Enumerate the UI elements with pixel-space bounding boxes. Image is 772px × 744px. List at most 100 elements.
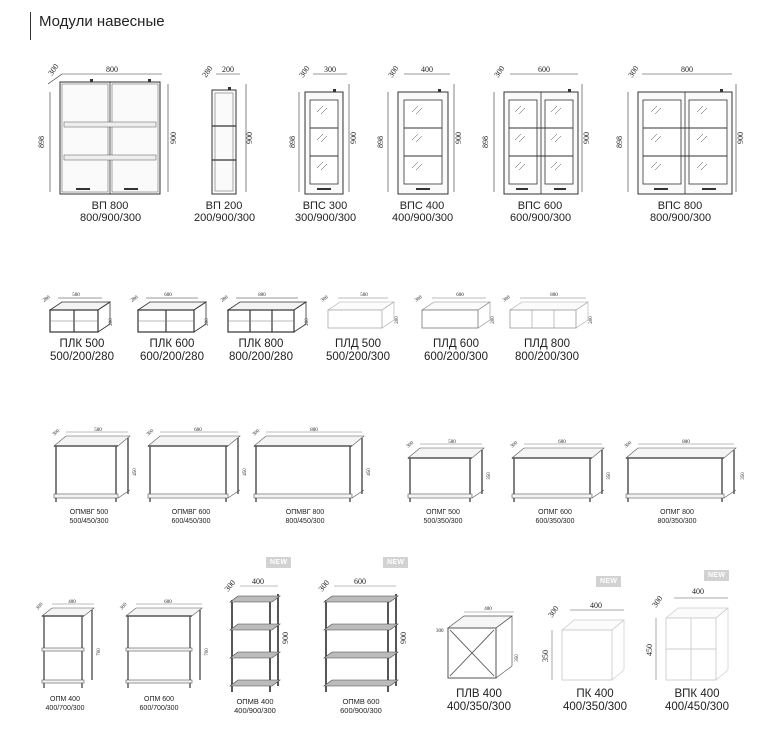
product-name: ОПМВГ 600 <box>171 509 211 516</box>
product-caption: ОПМ 400 400/700/300 <box>30 696 100 713</box>
rack-drawing: 800 300 450 <box>252 428 372 502</box>
product-caption: ОПМВГ 500 500/450/300 <box>54 509 124 526</box>
product-dims: 600/350/300 <box>535 517 575 525</box>
product-caption: ВПС 300 300/900/300 <box>295 200 356 224</box>
cabinet-drawing: 200 280 900 <box>200 64 254 195</box>
shelf-drawing: 600 280 200 <box>130 293 210 333</box>
product-caption: ОПМВГ 600 600/450/300 <box>156 509 226 526</box>
width-label: 400 <box>590 601 602 610</box>
height-label: 200 <box>205 318 210 326</box>
width-label: 600 <box>164 293 172 298</box>
height-label: 350 <box>741 472 746 480</box>
inner-height-label: 898 <box>37 136 46 148</box>
height-label: 700 <box>205 648 210 656</box>
product-name: ПЛД 600 <box>433 338 479 350</box>
height-label: 450 <box>243 468 248 476</box>
product-caption: ОПМГ 800 800/350/300 <box>642 509 712 526</box>
rack-drawing: 800 300 350 <box>624 440 746 502</box>
product-dims: 500/200/300 <box>326 351 390 363</box>
height-label: 900 <box>454 132 463 144</box>
width-label: 600 <box>164 600 172 605</box>
width-label: 800 <box>258 293 266 298</box>
product-dims: 400/900/300 <box>392 212 454 224</box>
height-label: 900 <box>399 632 408 644</box>
product-caption: ПЛД 500 500/200/300 <box>318 338 398 364</box>
product-dims: 600/450/300 <box>171 517 211 525</box>
width-label: 500 <box>448 440 456 445</box>
shelf-drawing: 400 300 450 <box>645 587 729 681</box>
product-name: ПЛК 800 <box>238 338 284 350</box>
depth-label: 300 <box>223 578 238 593</box>
product-name: ПЛД 800 <box>524 338 570 350</box>
new-badge: NEW <box>704 570 730 581</box>
product-caption: ОПМ 600 600/700/300 <box>124 696 194 713</box>
product-dims: 800/350/300 <box>657 517 697 525</box>
depth-label: 300 <box>36 602 45 611</box>
height-label: 450 <box>367 468 372 476</box>
shelf-drawing: 800 280 200 <box>220 293 310 333</box>
product-caption: ОПМГ 600 600/350/300 <box>520 509 590 526</box>
width-label: 800 <box>310 428 318 433</box>
product-dims: 200/900/300 <box>194 212 256 224</box>
width-label: 400 <box>421 65 433 74</box>
depth-label: 300 <box>297 64 311 79</box>
width-label: 600 <box>194 428 202 433</box>
width-label: 400 <box>692 587 704 596</box>
height-label: 350 <box>541 650 550 662</box>
rack-drawing: 400 300 700 <box>36 600 102 688</box>
rack-drawing: 500 300 450 <box>52 428 138 502</box>
section-title: Модули навесные <box>39 13 165 30</box>
product-name: ВПК 400 <box>674 688 720 700</box>
height-label: 350 <box>607 472 612 480</box>
width-label: 400 <box>484 607 492 612</box>
product-caption: ПЛК 600 600/200/280 <box>132 338 212 364</box>
inner-height-label: 898 <box>288 136 297 148</box>
depth-label: 300 <box>510 441 519 450</box>
shelf-drawing: 500 280 200 <box>42 293 114 333</box>
depth-label: 300 <box>320 295 329 304</box>
product-name: ВП 800 <box>91 200 129 212</box>
product-caption: ОПМВ 400 400/900/300 <box>220 697 290 715</box>
height-label: 350 <box>487 472 492 480</box>
width-label: 600 <box>456 293 464 298</box>
product-name: ОПМГ 500 <box>426 509 460 516</box>
rack-drawing: 400 300 900 <box>223 577 290 692</box>
shelf-drawing: 600 300 200 <box>414 293 496 329</box>
depth-label: 280 <box>220 295 229 304</box>
rack-drawing: 600 300 900 <box>317 577 408 692</box>
width-label: 400 <box>68 600 76 605</box>
width-label: 800 <box>682 440 690 445</box>
product-dims: 400/350/300 <box>447 701 511 713</box>
cabinet-drawing: 400 300 898 900 <box>376 64 463 195</box>
new-badge: NEW <box>383 557 409 568</box>
shelf-drawing: 400 300 350 <box>541 601 625 681</box>
width-label: 600 <box>558 440 566 445</box>
product-caption: ВП 800 800/900/300 <box>80 200 141 224</box>
height-label: 900 <box>349 132 358 144</box>
depth-label: 300 <box>386 64 400 79</box>
depth-label: 300 <box>52 429 61 438</box>
height-label: 900 <box>245 132 254 144</box>
height-label: 450 <box>133 468 138 476</box>
depth-label: 280 <box>130 295 139 304</box>
cabinet-drawing: 600 300 898 900 <box>481 64 591 195</box>
depth-label: 300 <box>120 602 129 611</box>
product-dims: 500/200/280 <box>50 351 114 363</box>
product-name: ПЛВ 400 <box>456 688 502 700</box>
product-dims: 800/450/300 <box>285 517 325 525</box>
product-dims: 500/350/300 <box>423 517 463 525</box>
product-dims: 600/900/300 <box>510 212 572 224</box>
product-name: ПЛК 500 <box>59 338 105 350</box>
depth-label: 300 <box>406 441 415 450</box>
height-label: 900 <box>736 132 745 144</box>
product-name: ОПМ 400 <box>50 696 80 703</box>
product-caption: ВПК 400 400/450/300 <box>652 688 742 714</box>
product-name: ВПС 300 <box>302 200 348 212</box>
product-dims: 600/200/300 <box>424 351 488 363</box>
height-label: 200 <box>395 316 400 324</box>
inner-height-label: 898 <box>615 136 624 148</box>
product-dims: 400/450/300 <box>665 701 729 713</box>
product-dims: 800/900/300 <box>650 212 712 224</box>
product-dims: 800/200/300 <box>515 351 579 363</box>
product-caption: ПЛК 800 800/200/280 <box>216 338 306 364</box>
